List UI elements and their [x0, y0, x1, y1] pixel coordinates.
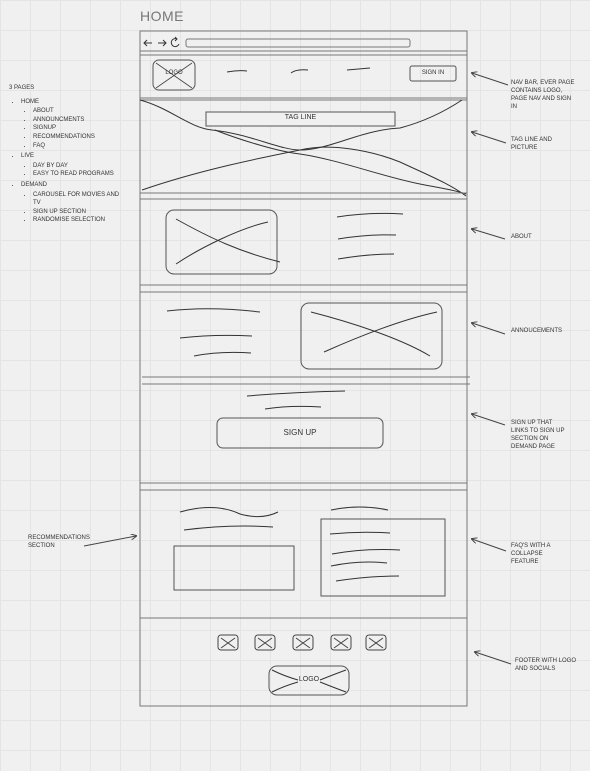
note-footer: FOOTER WITH LOGO AND SOCIALS — [515, 658, 576, 672]
about-image-box — [165, 209, 278, 275]
note-recommendations: RECOMMENDATIONS SECTION — [28, 535, 90, 549]
nav-logo-label: LOGO — [165, 70, 183, 76]
subpage-item: EASY TO READ PROGRAMS — [33, 170, 128, 179]
note-tag-line: TAG LINE AND PICTURE — [511, 137, 552, 151]
pages-heading: 3 PAGES — [9, 85, 35, 91]
sign-in-button — [409, 65, 457, 82]
page-item-live: LIVE DAY BY DAY EASY TO READ PROGRAMS — [21, 152, 128, 179]
note-faq: FAQ'S WITH A COLLAPSE FEATURE — [511, 543, 551, 565]
tag-line-label: TAG LINE — [284, 114, 317, 121]
note-nav-bar: NAV BAR, EVER PAGE CONTAINS LOGO, PAGE N… — [511, 80, 575, 110]
social-icon — [330, 634, 352, 651]
recommendations-box — [173, 545, 295, 591]
page-item-demand: DEMAND CAROUSEL FOR MOVIES AND TV SIGN U… — [21, 181, 128, 225]
note-about: ABOUT — [511, 234, 532, 240]
subpage-item: FAQ — [33, 142, 128, 151]
footer-logo-box — [268, 665, 350, 696]
social-icon — [217, 634, 239, 651]
forward-arrow-icon — [158, 39, 167, 47]
footer-logo-label: LOGO — [298, 676, 320, 683]
sign-up-button — [216, 417, 384, 449]
subpage-item: ANNOUNCMENTS — [33, 116, 128, 125]
subpage-item: RANDOMISE SELECTION — [33, 216, 128, 225]
social-icon — [254, 634, 276, 651]
announcements-image-box — [300, 302, 443, 370]
social-icon — [292, 634, 314, 651]
tag-line-box — [205, 111, 396, 127]
back-arrow-icon — [143, 39, 152, 47]
pages-list: 3 PAGES HOME ABOUT ANNOUNCMENTS SIGNUP R… — [9, 84, 128, 227]
subpage-item: SIGNUP — [33, 124, 128, 133]
subpage-item: CAROUSEL FOR MOVIES AND TV — [33, 191, 128, 208]
sign-in-label: SIGN IN — [421, 70, 445, 76]
nav-logo-box — [152, 59, 196, 91]
sign-up-label: SIGN UP — [283, 428, 317, 437]
subpage-item: RECOMMENDATIONS — [33, 133, 128, 142]
page-item-home: HOME ABOUT ANNOUNCMENTS SIGNUP RECOMMEND… — [21, 98, 128, 151]
subpage-item: DAY BY DAY — [33, 162, 128, 171]
subpage-item: ABOUT — [33, 107, 128, 116]
subpage-item: SIGN UP SECTION — [33, 208, 128, 217]
note-sign-up: SIGN UP THAT LINKS TO SIGN UP SECTION ON… — [511, 420, 565, 450]
faq-box — [320, 518, 446, 597]
social-icon — [365, 634, 387, 651]
address-bar — [185, 38, 411, 48]
page-frame — [139, 30, 468, 707]
refresh-icon — [170, 36, 180, 48]
note-announcements: ANNOUCEMENTS — [511, 328, 563, 334]
page-title: HOME — [140, 8, 184, 24]
